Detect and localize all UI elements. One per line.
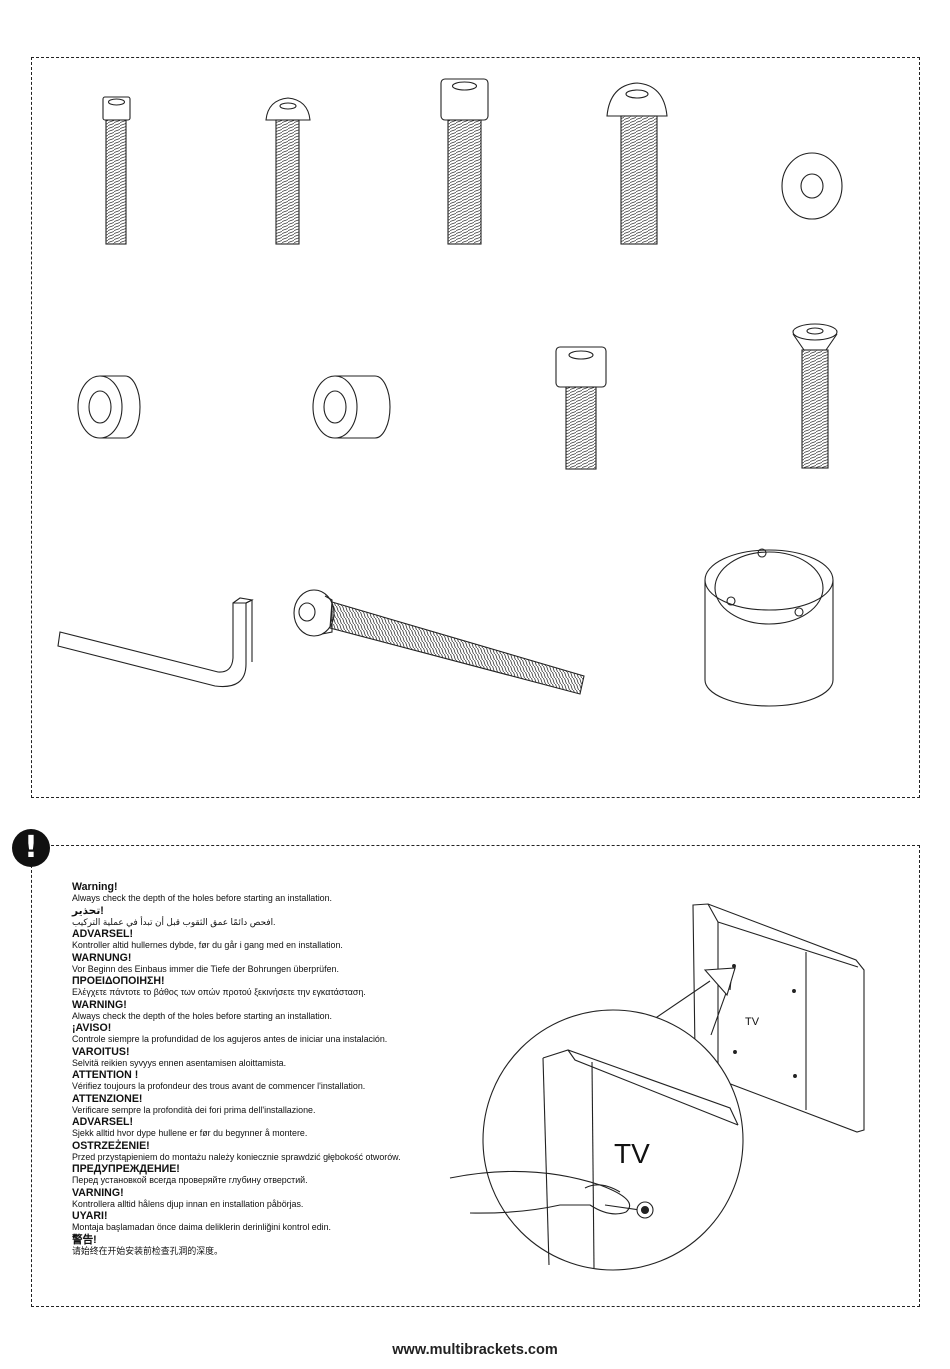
warning-text: Sjekk alltid hvor dype hullene er før du… xyxy=(72,1128,308,1138)
warning-title: Warning! xyxy=(72,881,118,893)
tv-back-diagram xyxy=(634,903,865,1133)
warning-title: ADVARSEL! xyxy=(72,928,134,940)
warning-text: Montaja başlamadan önce daima deliklerin… xyxy=(72,1222,332,1232)
magnified-detail xyxy=(449,1009,744,1271)
allen-key xyxy=(57,597,254,688)
cylinder-spacer xyxy=(704,548,834,707)
cap-screw-large xyxy=(440,78,489,245)
warning-text: Always check the depth of the holes befo… xyxy=(72,1010,332,1021)
warning-list: Warning!Always check the depth of the ho… xyxy=(72,881,432,1257)
warning-text: Always check the depth of the holes befo… xyxy=(72,893,332,903)
spacer-medium xyxy=(312,375,391,439)
warning-title: ΠΡΟΕΙΔΟΠΟΙΗΣΗ! xyxy=(72,975,165,987)
warning-title: WARNING! xyxy=(72,998,127,1011)
long-bolt xyxy=(293,589,585,695)
warning-text: Selvitä reikien syvyys ennen asentamisen… xyxy=(72,1057,287,1068)
button-head-screw-large xyxy=(606,82,668,245)
warning-text: Przed przystąpieniem do montażu należy k… xyxy=(72,1151,401,1162)
warning-text: Vor Beginn des Einbaus immer die Tiefe d… xyxy=(72,963,339,974)
warning-text: افحص دائمًا عمق الثقوب قبل أن تبدأ في عم… xyxy=(72,916,276,927)
footer-url[interactable]: www.multibrackets.com xyxy=(392,1342,558,1358)
warning-text: Kontrollera alltid hålens djup innan en … xyxy=(72,1198,304,1209)
countersunk-screw xyxy=(792,323,838,469)
button-head-screw-small xyxy=(265,97,311,245)
tv-label-small: TV xyxy=(745,1016,760,1028)
warning-frame xyxy=(31,845,920,1307)
tv-label-large: TV xyxy=(614,1138,650,1169)
warning-text: Controle siempre la profundidad de los a… xyxy=(72,1034,388,1044)
warning-text: 请始终在开始安装前检查孔洞的深度。 xyxy=(72,1245,223,1256)
parts-frame xyxy=(31,57,920,798)
warning-title: 警告! xyxy=(72,1233,97,1246)
warning-title: ATTENTION ! xyxy=(72,1069,139,1081)
warning-title: UYARI! xyxy=(72,1210,108,1222)
warning-text: Verificare sempre la profondità dei fori… xyxy=(72,1104,316,1115)
cap-screw-short xyxy=(555,346,607,470)
warning-title: ATTENZIONE! xyxy=(72,1092,143,1105)
warning-title: ПРЕДУПРЕЖДЕНИЕ! xyxy=(72,1163,180,1175)
warning-title: ¡AVISO! xyxy=(72,1022,112,1034)
warning-text: Vérifiez toujours la profondeur des trou… xyxy=(72,1081,366,1091)
warning-title: ADVARSEL! xyxy=(72,1116,134,1128)
warning-text: Ελέγχετε πάντοτε το βάθος των οπών προτο… xyxy=(72,987,366,997)
washer xyxy=(781,152,843,220)
warning-title: WARNUNG! xyxy=(72,951,132,964)
warning-title: OSTRZEŻENIE! xyxy=(72,1139,150,1152)
warning-text: Kontroller altid hullernes dybde, før du… xyxy=(72,940,343,950)
warning-text: Перед установкой всегда проверяйте глуби… xyxy=(72,1175,308,1185)
spacer-short xyxy=(77,375,141,439)
warning-title: !تحذير xyxy=(72,904,104,917)
warning-title: VAROITUS! xyxy=(72,1045,130,1058)
cap-screw-long-small xyxy=(102,96,131,245)
warning-title: VARNING! xyxy=(72,1186,124,1199)
exclamation-icon: ! xyxy=(12,829,50,867)
